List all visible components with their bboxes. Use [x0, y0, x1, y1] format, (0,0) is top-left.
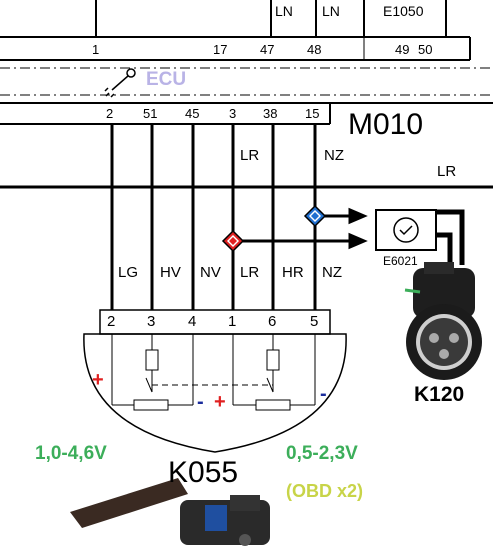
voltage-range-left: 1,0-4,6V: [35, 443, 107, 464]
potentiometer-right: [233, 334, 316, 411]
minus-sign-left: -: [197, 391, 204, 413]
e6021-box: [375, 209, 465, 265]
minus-sign-right: -: [320, 383, 327, 405]
wire-code-hv: HV: [160, 264, 181, 281]
k120-label: K120: [414, 383, 465, 406]
wire-code-nv: NV: [200, 264, 221, 281]
vertical-wires: [110, 124, 317, 310]
top-pin-50: 50: [418, 42, 433, 57]
top-pin-17: 17: [213, 42, 228, 57]
wire-label-lr-upper: LR: [240, 147, 260, 164]
wrench-icon: [104, 68, 136, 98]
plus-sign-right: +: [214, 391, 226, 413]
m010-pin-38: 38: [263, 106, 278, 121]
bus-label-lr: LR: [437, 163, 457, 180]
potentiometer-left: [111, 334, 194, 411]
voltage-range-right: 0,5-2,3V: [286, 443, 358, 464]
top-connector: [0, 0, 471, 61]
connector-e1050-label: E1050: [383, 3, 424, 19]
top-pin-49: 49: [395, 42, 410, 57]
wire-code-lr: LR: [240, 264, 260, 281]
k055-pin-5: 5: [310, 313, 319, 330]
m010-pin-45: 45: [185, 106, 200, 121]
splice-wires: [233, 207, 368, 250]
m010-connector: [0, 102, 493, 125]
e6021-label: E6021: [383, 254, 418, 268]
wire-code-lg: LG: [118, 264, 139, 281]
wire-code-hr: HR: [282, 264, 304, 281]
plus-sign-left: +: [92, 369, 104, 391]
accelerator-pedal-picture: [70, 478, 270, 546]
ecu-label: ECU: [146, 69, 187, 90]
m010-label: M010: [348, 108, 424, 141]
top-wire-label-ln-2: LN: [322, 3, 340, 19]
k055-label: K055: [168, 456, 239, 489]
wire-label-nz-upper: NZ: [324, 147, 344, 164]
ecu-separator: [0, 67, 493, 96]
m010-pin-51: 51: [143, 106, 158, 121]
k055-pin-1: 1: [228, 313, 237, 330]
top-pin-1: 1: [92, 42, 100, 57]
top-pin-48: 48: [307, 42, 322, 57]
wire-code-nz: NZ: [322, 264, 342, 281]
top-pin-47: 47: [260, 42, 275, 57]
m010-pin-2: 2: [106, 106, 114, 121]
k055-connector: [83, 309, 347, 453]
splice-diamond-nz: [303, 204, 327, 228]
k120-connector-picture: [404, 262, 482, 380]
splice-diamond-lr: [221, 229, 245, 253]
k055-pin-3: 3: [147, 313, 156, 330]
obd-note: (OBD x2): [286, 481, 364, 501]
top-wire-label-ln-1: LN: [275, 3, 293, 19]
m010-pin-15: 15: [305, 106, 320, 121]
k055-pin-4: 4: [188, 313, 197, 330]
m010-pin-3: 3: [229, 106, 237, 121]
k055-pin-6: 6: [268, 313, 277, 330]
k055-pin-2: 2: [107, 313, 116, 330]
